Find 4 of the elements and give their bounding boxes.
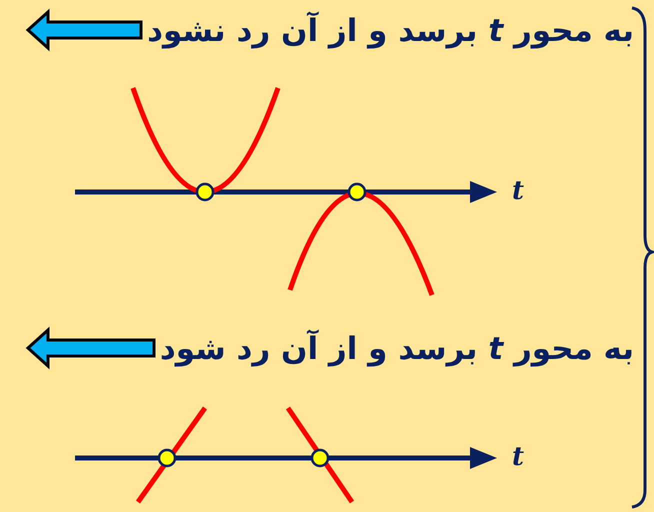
axis-label: t <box>512 176 524 206</box>
axis-label: t <box>512 442 524 472</box>
block-arrow <box>26 8 142 52</box>
block-arrow <box>26 326 156 370</box>
